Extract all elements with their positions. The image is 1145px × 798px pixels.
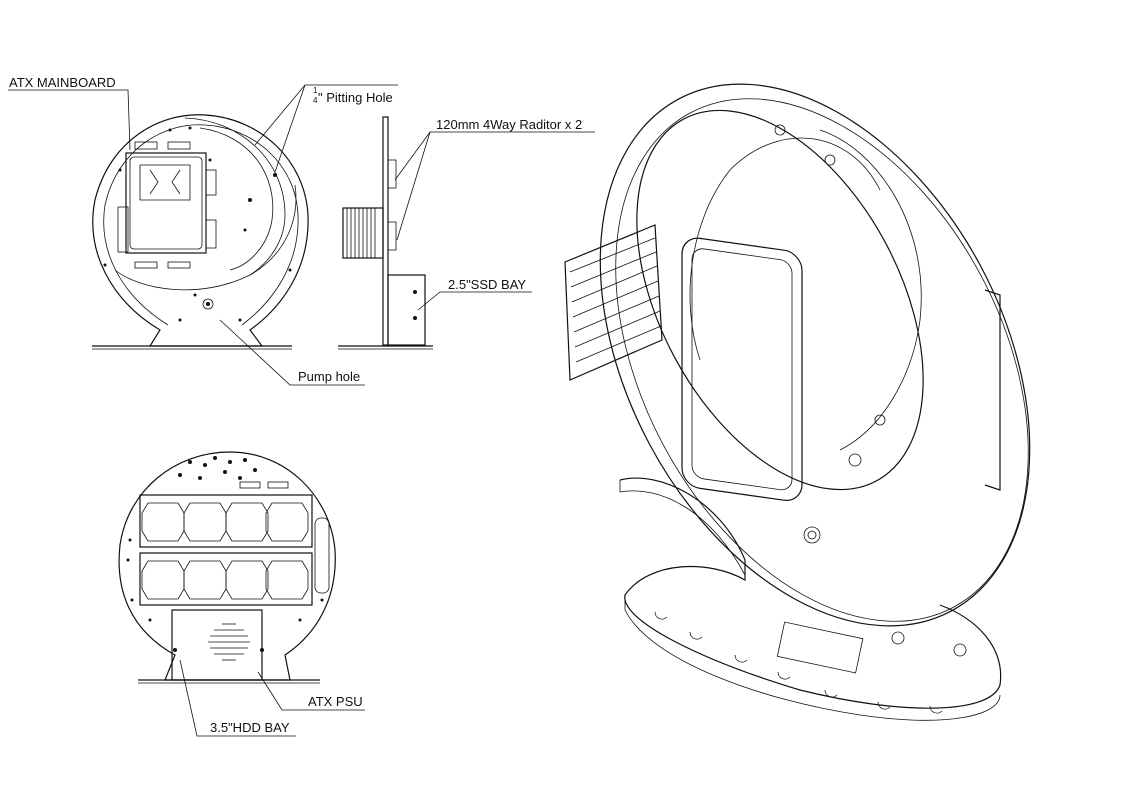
front-view	[92, 114, 309, 350]
back-view	[118, 451, 336, 684]
label-radiator: 120mm 4Way Raditor x 2	[436, 117, 582, 132]
label-atx-psu: ATX PSU	[308, 694, 363, 709]
leader-lines	[8, 84, 595, 737]
label-pitting-fraction-den: 4	[313, 96, 318, 105]
label-pitting-fraction-num: 1	[313, 86, 318, 95]
side-view	[338, 116, 433, 350]
label-pump-hole: Pump hole	[298, 369, 360, 384]
label-ssd-bay: 2.5"SSD BAY	[448, 277, 526, 292]
isometric-view	[564, 83, 1031, 721]
label-pitting-hole: " Pitting Hole	[318, 90, 393, 105]
label-hdd-bay: 3.5"HDD BAY	[210, 720, 290, 735]
label-atx-mainboard: ATX MAINBOARD	[9, 75, 116, 90]
